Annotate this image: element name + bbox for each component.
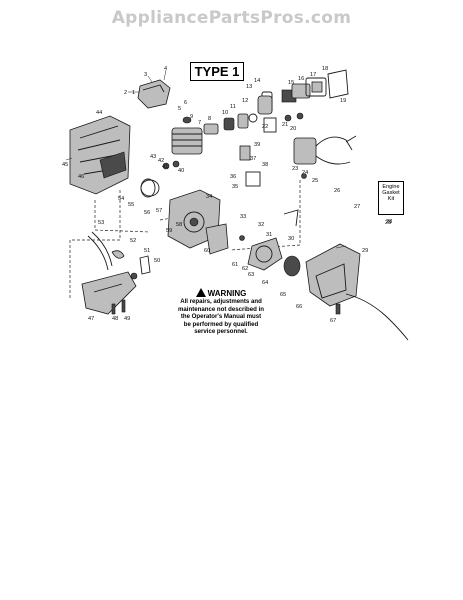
callout-20: 20 bbox=[290, 126, 296, 132]
callout-18: 18 bbox=[322, 66, 328, 72]
engine-gasket-kit-box: Engine Gasket Kit bbox=[378, 181, 404, 215]
callout-27: 27 bbox=[354, 204, 360, 210]
callout-63: 63 bbox=[248, 272, 254, 278]
callout-43: 43 bbox=[150, 154, 156, 160]
callout-19: 19 bbox=[340, 98, 346, 104]
warning-line-1: All repairs, adjustments and bbox=[180, 298, 262, 306]
top-cover-part bbox=[128, 69, 171, 109]
callout-46: 46 bbox=[78, 174, 84, 180]
callout-1: 1 bbox=[132, 90, 135, 96]
callout-21: 21 bbox=[282, 122, 288, 128]
callout-23: 23 bbox=[292, 166, 298, 172]
callout-47: 47 bbox=[88, 316, 94, 322]
callout-41: 41 bbox=[162, 164, 168, 170]
warning-line-3: the Operator's Manual must bbox=[180, 313, 262, 321]
callout-38: 38 bbox=[262, 162, 268, 168]
callout-26: 26 bbox=[334, 188, 340, 194]
ignition-module bbox=[293, 135, 357, 179]
callout-66: 66 bbox=[296, 304, 302, 310]
callout-60: 60 bbox=[204, 248, 210, 254]
callout-11: 11 bbox=[230, 104, 236, 110]
callout-58: 58 bbox=[176, 222, 182, 228]
callout-4: 4 bbox=[164, 66, 167, 72]
callout-22: 22 bbox=[262, 124, 268, 130]
warning-title: WARNING bbox=[207, 289, 247, 298]
cylinder-assembly bbox=[171, 91, 273, 155]
callout-7: 7 bbox=[198, 120, 201, 126]
callout-61: 61 bbox=[232, 262, 238, 268]
callout-55: 55 bbox=[128, 202, 134, 208]
callout-2: 2 bbox=[124, 90, 127, 96]
kit-line-3: Kit bbox=[387, 196, 395, 203]
callout-labels: 1 2 3 4 5 6 7 8 9 10 11 12 13 14 15 16 1… bbox=[62, 66, 391, 324]
callout-10: 10 bbox=[222, 110, 228, 116]
callout-3: 3 bbox=[144, 72, 147, 78]
callout-5: 5 bbox=[178, 106, 181, 112]
callout-31: 31 bbox=[266, 232, 272, 238]
callout-40: 40 bbox=[178, 168, 184, 174]
kit-line-2: Gasket bbox=[382, 190, 400, 197]
callout-39: 39 bbox=[254, 142, 260, 148]
callout-37: 37 bbox=[250, 156, 256, 162]
callout-42: 42 bbox=[158, 158, 164, 164]
callout-49: 49 bbox=[124, 316, 130, 322]
callout-34: 34 bbox=[206, 194, 212, 200]
callout-52: 52 bbox=[130, 238, 136, 244]
callout-13: 13 bbox=[246, 84, 252, 90]
starter-housing-cover bbox=[305, 243, 409, 341]
callout-9: 9 bbox=[190, 114, 193, 120]
callout-17: 17 bbox=[310, 72, 316, 78]
callout-65: 65 bbox=[280, 292, 286, 298]
callout-33: 33 bbox=[240, 214, 246, 220]
callout-32: 32 bbox=[258, 222, 264, 228]
callout-50: 50 bbox=[154, 258, 160, 264]
callout-12: 12 bbox=[242, 98, 248, 104]
callout-28: 28 bbox=[385, 220, 391, 226]
callout-45: 45 bbox=[62, 162, 68, 168]
callout-29: 29 bbox=[362, 248, 368, 254]
callout-67: 67 bbox=[330, 318, 336, 324]
warning-triangle-icon bbox=[195, 288, 206, 297]
callout-64: 64 bbox=[262, 280, 268, 286]
callout-54: 54 bbox=[118, 196, 124, 202]
carburetor-air-filter-assembly bbox=[257, 69, 349, 133]
warning-line-4: be performed by qualified bbox=[183, 320, 259, 328]
callout-48: 48 bbox=[112, 316, 118, 322]
callout-8: 8 bbox=[208, 116, 211, 122]
callout-35: 35 bbox=[232, 184, 238, 190]
callout-62: 62 bbox=[242, 266, 248, 272]
callout-14: 14 bbox=[254, 78, 260, 84]
handle-assembly bbox=[81, 178, 156, 315]
kit-number: 28 bbox=[386, 219, 393, 225]
callout-25: 25 bbox=[312, 178, 318, 184]
callout-15: 15 bbox=[288, 80, 294, 86]
callout-56: 56 bbox=[144, 210, 150, 216]
callout-57: 57 bbox=[156, 208, 162, 214]
watermark: AppliancePartsPros.com bbox=[111, 8, 352, 28]
flywheel-starter bbox=[205, 209, 301, 277]
callout-16: 16 bbox=[298, 76, 304, 82]
callout-44: 44 bbox=[96, 110, 102, 116]
callout-36: 36 bbox=[230, 174, 236, 180]
callout-30: 30 bbox=[288, 236, 294, 242]
warning-line-2: maintenance not described in bbox=[177, 305, 264, 313]
engine-housing bbox=[65, 115, 131, 195]
callout-24: 24 bbox=[302, 170, 308, 176]
callout-6: 6 bbox=[184, 100, 187, 106]
type-label: TYPE 1 bbox=[190, 62, 244, 81]
callout-51: 51 bbox=[144, 248, 150, 254]
warning-notice: WARNING All repairs, adjustments and mai… bbox=[166, 288, 276, 335]
callout-53: 53 bbox=[98, 220, 104, 226]
warning-line-5: service personnel. bbox=[194, 328, 248, 336]
callout-59: 59 bbox=[166, 228, 172, 234]
kit-line-1: Engine bbox=[382, 184, 400, 190]
